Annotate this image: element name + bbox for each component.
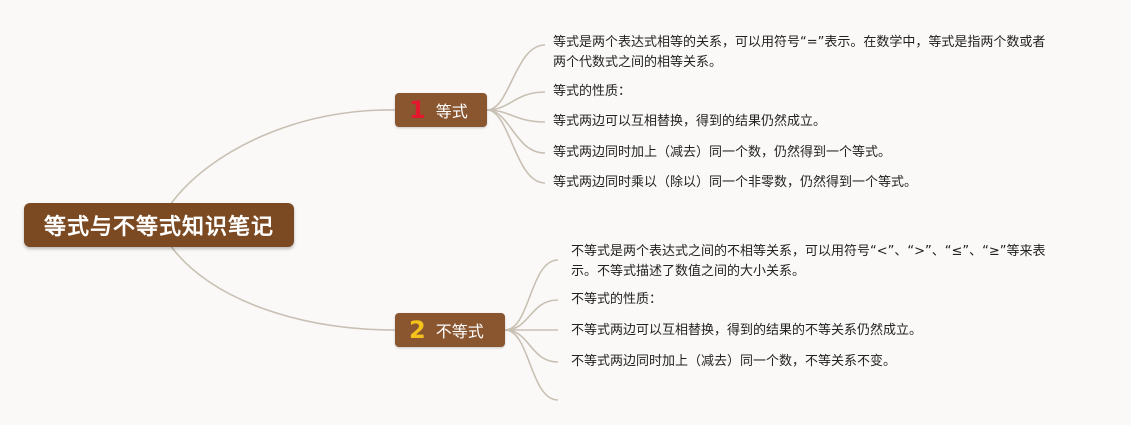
leaf-inequality-properties-heading[interactable]: 不等式的性质： bbox=[571, 292, 663, 307]
connector-branch-1-leaf-5 bbox=[486, 109, 546, 184]
connector-branch-2-leaf-5 bbox=[504, 329, 559, 401]
leaf-equation-definition[interactable]: 等式是两个表达式相等的关系，可以用符号“=”表示。在数学中，等式是指两个数或者两… bbox=[553, 35, 1046, 70]
connector-branch-2-leaf-1 bbox=[504, 259, 559, 331]
number-two-icon: 2 bbox=[409, 316, 426, 344]
connector-branch-1-leaf-3 bbox=[486, 109, 546, 123]
connector-branch-1-leaf-2 bbox=[486, 91, 546, 111]
connector-root-to-branch-2 bbox=[169, 244, 396, 331]
leaf-inequality-definition[interactable]: 不等式是两个表达式之间的不相等关系，可以用符号“<”、“>”、“≤”、“≥”等来… bbox=[571, 244, 1046, 279]
leaf-equation-property-multiply-divide[interactable]: 等式两边同时乘以（除以）同一个非零数，仍然得到一个等式。 bbox=[553, 175, 918, 190]
root-topic-label: 等式与不等式知识笔记 bbox=[43, 215, 274, 240]
connector-branch-2-leaf-4 bbox=[504, 329, 559, 363]
connector-branch-1-leaf-4 bbox=[486, 109, 546, 154]
branch-topic-inequality[interactable]: 2 不等式 bbox=[395, 313, 505, 347]
number-one-icon: 1 bbox=[409, 96, 426, 124]
connector-branch-2-leaf-2 bbox=[504, 299, 559, 331]
leaf-equation-properties-heading[interactable]: 等式的性质： bbox=[553, 84, 632, 99]
root-topic[interactable]: 等式与不等式知识笔记 bbox=[24, 203, 294, 247]
connector-branch-1-leaf-1 bbox=[486, 44, 546, 111]
leaf-inequality-property-substitute[interactable]: 不等式两边可以互相替换，得到的结果的不等关系仍然成立。 bbox=[571, 323, 923, 338]
branch-topic-label: 不等式 bbox=[435, 322, 484, 341]
leaf-equation-property-add-subtract[interactable]: 等式两边同时加上（减去）同一个数，仍然得到一个等式。 bbox=[553, 145, 892, 160]
leaf-inequality-property-add-subtract[interactable]: 不等式两边同时加上（减去）同一个数，不等关系不变。 bbox=[571, 354, 897, 369]
branch-topic-equation[interactable]: 1 等式 bbox=[395, 93, 487, 127]
leaf-equation-property-substitute[interactable]: 等式两边可以互相替换，得到的结果仍然成立。 bbox=[553, 114, 827, 129]
connector-root-to-branch-1 bbox=[169, 109, 396, 206]
branch-topic-label: 等式 bbox=[435, 102, 468, 121]
